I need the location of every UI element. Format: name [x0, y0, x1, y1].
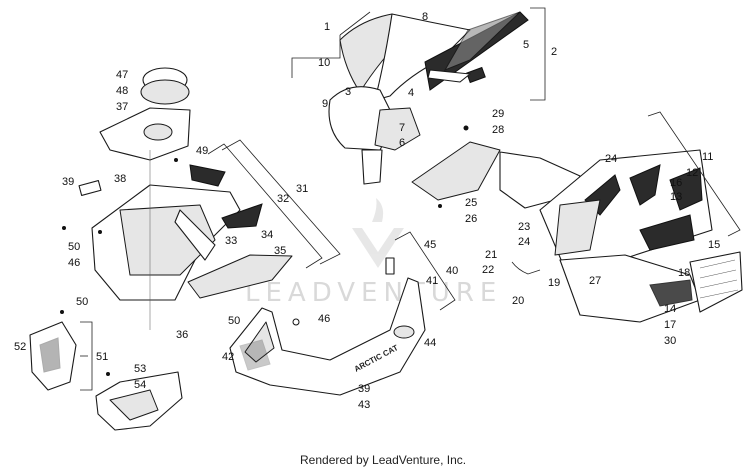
callout-21: 21 — [485, 249, 497, 261]
callout-11: 11 — [702, 151, 713, 163]
callout-48: 48 — [116, 85, 128, 97]
right-side-panels — [411, 141, 743, 323]
callout-38: 38 — [114, 173, 126, 185]
callout-51: 51 — [96, 351, 108, 363]
callout-15: 15 — [708, 239, 720, 251]
callout-labels: 1 2 3 4 5 6 7 8 9 10 11 12 13 14 15 16 1… — [14, 11, 720, 411]
callout-29: 29 — [492, 108, 504, 120]
callout-12: 12 — [686, 167, 698, 179]
callout-28: 28 — [492, 124, 504, 136]
callout-31: 31 — [296, 183, 308, 195]
windshield-assembly — [328, 11, 529, 185]
callout-41: 41 — [426, 275, 438, 287]
callout-24-bottom: 24 — [518, 236, 530, 248]
callout-18: 18 — [678, 267, 690, 279]
callout-44: 44 — [424, 337, 436, 349]
belly-pan: ARCTIC CAT — [229, 257, 426, 396]
callout-50-lower: 50 — [76, 296, 88, 308]
callout-27: 27 — [589, 275, 601, 287]
callout-32: 32 — [277, 193, 289, 205]
callout-24-top: 24 — [605, 153, 617, 165]
callout-46-belly: 46 — [318, 313, 330, 325]
callout-6: 6 — [399, 137, 405, 149]
callout-16: 16 — [670, 177, 682, 189]
lower-left-fairings — [29, 321, 183, 431]
callout-3: 3 — [345, 86, 351, 98]
callout-54: 54 — [134, 379, 146, 391]
callout-50-left: 50 — [68, 241, 80, 253]
callout-5: 5 — [523, 39, 529, 51]
callout-25: 25 — [465, 197, 477, 209]
callout-53: 53 — [134, 363, 146, 375]
callout-43: 43 — [358, 399, 370, 411]
callout-20: 20 — [512, 295, 524, 307]
callout-40: 40 — [446, 265, 458, 277]
callout-36: 36 — [176, 329, 188, 341]
callout-7: 7 — [399, 122, 405, 134]
callout-52: 52 — [14, 341, 26, 353]
callout-9: 9 — [322, 98, 328, 110]
callout-34: 34 — [261, 229, 273, 241]
callout-1: 1 — [324, 21, 330, 33]
callout-26: 26 — [465, 213, 477, 225]
callout-35: 35 — [274, 245, 286, 257]
callout-19: 19 — [548, 277, 560, 289]
callout-30: 30 — [664, 335, 676, 347]
callout-37: 37 — [116, 101, 128, 113]
callout-39-left: 39 — [62, 176, 74, 188]
callout-46-left: 46 — [68, 257, 80, 269]
footer-credit: Rendered by LeadVenture, Inc. — [300, 453, 466, 467]
callout-49: 49 — [196, 145, 208, 157]
callout-8: 8 — [422, 11, 428, 23]
callout-47: 47 — [116, 69, 128, 81]
hood-upper-left — [78, 67, 293, 330]
callout-39-belly: 39 — [358, 383, 370, 395]
callout-17: 17 — [664, 319, 676, 331]
fasteners — [60, 125, 469, 376]
callout-14: 14 — [664, 303, 676, 315]
callout-45: 45 — [424, 239, 436, 251]
callout-4: 4 — [408, 87, 414, 99]
callout-50-belly: 50 — [228, 315, 240, 327]
callout-2: 2 — [551, 46, 557, 58]
callout-22: 22 — [482, 264, 494, 276]
callout-13: 13 — [670, 191, 682, 203]
callout-42: 42 — [222, 351, 234, 363]
leader-lines — [80, 7, 741, 391]
callout-23: 23 — [518, 221, 530, 233]
watermark-logo — [352, 198, 404, 268]
callout-33: 33 — [225, 235, 237, 247]
callout-10: 10 — [318, 57, 330, 69]
watermark-text: LEADVENTURE — [245, 278, 502, 308]
